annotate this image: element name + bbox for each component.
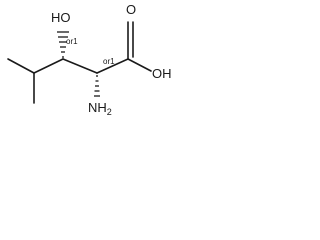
bond-acid-oh (127, 58, 152, 72)
hashed-wedge-c3-oh (57, 31, 69, 58)
bond-isopropyl-c3 (33, 58, 64, 74)
hydroxyl-label: HO (51, 10, 71, 25)
amine-subscript: 2 (107, 107, 112, 117)
carbonyl-oxygen-label: O (126, 2, 136, 17)
bond-c2-c1 (96, 58, 129, 74)
acid-hydroxyl-label: OH (152, 66, 172, 81)
amine-label: NH2 (88, 100, 112, 117)
molecule-structure: HO O OH NH2 or1 or1 (7, 2, 172, 117)
stereo-label-c3: or1 (66, 37, 78, 46)
bond-c3-c2 (62, 58, 98, 74)
hashed-wedge-c2-nh2 (94, 75, 100, 97)
bond-methyl-upper (7, 58, 35, 74)
stereo-label-c2: or1 (103, 57, 115, 66)
amine-text: NH (88, 100, 107, 115)
